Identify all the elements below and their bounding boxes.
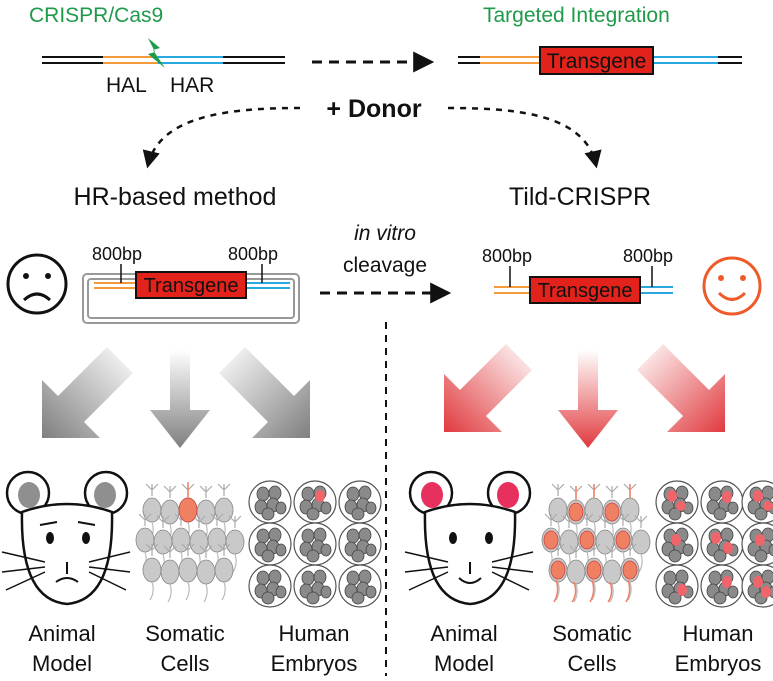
sad-face-eye-right — [45, 273, 51, 279]
left-outcome-labels: Animal Model Somatic Cells Human Embryos — [28, 621, 357, 676]
right-embryos-label-1: Human — [683, 621, 754, 646]
hal-label: HAL — [106, 74, 147, 97]
happy-face-mouth — [717, 291, 747, 301]
cut-lightning-icon — [148, 38, 165, 68]
cleavage-label: cleavage — [343, 254, 427, 277]
right-outcome-labels: Animal Model Somatic Cells Human Embryos — [430, 621, 761, 676]
integrated-locus — [458, 46, 742, 75]
right-animal-label-1: Animal — [430, 621, 497, 646]
hr-method-title: HR-based method — [74, 183, 277, 211]
right-animal-label-2: Model — [434, 651, 494, 676]
integrated-transgene-label: Transgene — [547, 50, 647, 73]
left-outcome-arrows — [42, 347, 310, 448]
left-somatic-label-1: Somatic — [145, 621, 224, 646]
plasmid-donor — [82, 264, 300, 324]
right-somatic-cells-illustration — [541, 483, 651, 603]
left-embryos-illustration — [248, 480, 382, 608]
right-bp-right-label: 800bp — [623, 246, 673, 266]
left-branch-arrow — [142, 106, 301, 169]
gray-arrow-left — [42, 347, 133, 438]
right-transgene-label: Transgene — [538, 280, 633, 302]
left-animal-label-2: Model — [32, 651, 92, 676]
gray-arrow-down — [150, 350, 210, 448]
red-arrow-left — [444, 344, 532, 432]
right-embryos-illustration — [655, 480, 773, 608]
sad-face-icon — [6, 253, 68, 315]
red-arrow-right — [637, 344, 725, 432]
left-animal-label-1: Animal — [28, 621, 95, 646]
left-bp-left-label: 800bp — [92, 244, 142, 264]
right-bp-left-label: 800bp — [482, 246, 532, 266]
happy-face-eye-left — [718, 275, 724, 281]
right-somatic-label-2: Cells — [568, 651, 617, 676]
linear-donor — [494, 266, 673, 304]
har-label: HAR — [170, 74, 214, 97]
cas9-label: CRISPR/Cas9 — [29, 4, 163, 27]
in-vitro-label: in vitro — [354, 222, 416, 245]
tild-crispr-title: Tild-CRISPR — [509, 183, 651, 211]
right-branch-arrow — [447, 106, 602, 169]
happy-face-icon — [702, 256, 762, 316]
left-embryos-label-2: Embryos — [271, 651, 358, 676]
right-embryos-label-2: Embryos — [675, 651, 762, 676]
happy-mouse-illustration — [404, 470, 534, 606]
left-bp-right-label: 800bp — [228, 244, 278, 264]
left-transgene-label: Transgene — [144, 275, 239, 297]
donor-label: + Donor — [326, 95, 421, 123]
genomic-locus — [42, 56, 285, 64]
left-embryos-label-1: Human — [279, 621, 350, 646]
right-somatic-label-1: Somatic — [552, 621, 631, 646]
right-outcome-arrows — [444, 344, 725, 448]
happy-face-eye-right — [740, 275, 746, 281]
targeted-integration-label: Targeted Integration — [483, 4, 670, 27]
left-somatic-cells-illustration — [135, 482, 245, 603]
sad-face-eye-left — [23, 273, 29, 279]
sad-mouse-illustration — [1, 470, 131, 606]
red-arrow-down — [558, 350, 618, 448]
sad-face-mouth — [22, 292, 52, 302]
gray-arrow-right — [219, 347, 310, 438]
left-somatic-label-2: Cells — [161, 651, 210, 676]
